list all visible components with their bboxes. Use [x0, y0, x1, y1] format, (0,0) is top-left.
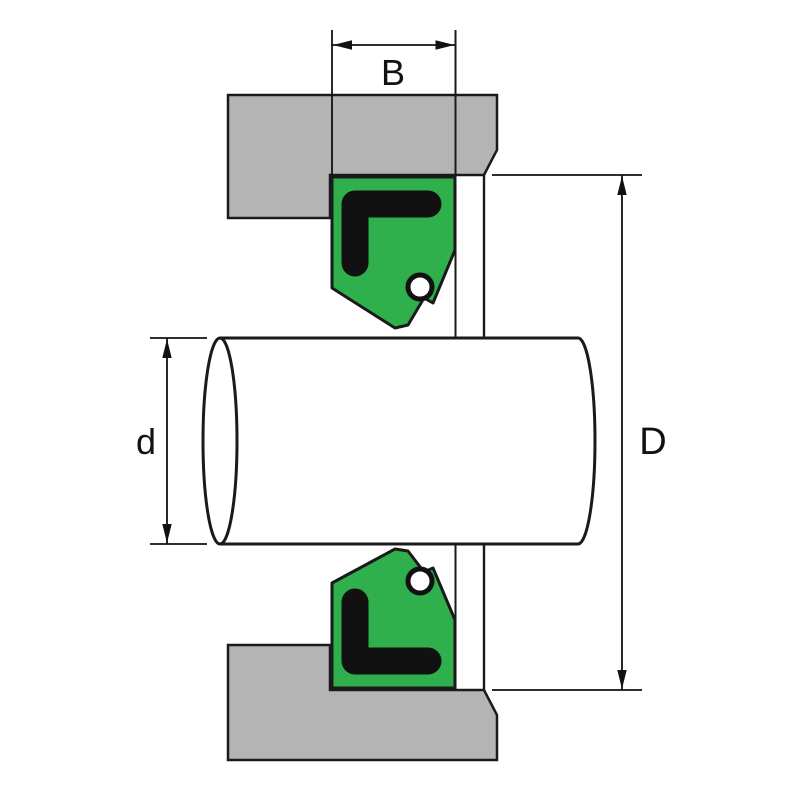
dim-bore-dia-arrow-top	[617, 176, 627, 195]
dim-seal-width-arrow-left	[333, 40, 352, 50]
dim-shaft-dia-arrow-bottom	[162, 524, 172, 543]
housing-upper	[226, 93, 499, 220]
label-seal-width: B	[381, 52, 405, 93]
label-shaft-diameter: d	[136, 421, 156, 462]
seal-upper-lip	[341, 190, 442, 277]
shaft-end-face	[201, 336, 239, 546]
dim-seal-width-arrow-right	[435, 40, 455, 50]
garter-spring-upper	[405, 272, 435, 302]
dim-bore-dia-arrow-bottom	[617, 670, 627, 689]
garter-spring-lower	[405, 566, 435, 596]
dim-shaft-dia-arrow-top	[162, 339, 172, 358]
seal-lower-lip	[341, 588, 442, 675]
shaft-body	[220, 338, 595, 544]
shaft-outline	[220, 336, 597, 546]
housing-lower	[226, 643, 499, 762]
label-bore-diameter: D	[639, 421, 666, 463]
